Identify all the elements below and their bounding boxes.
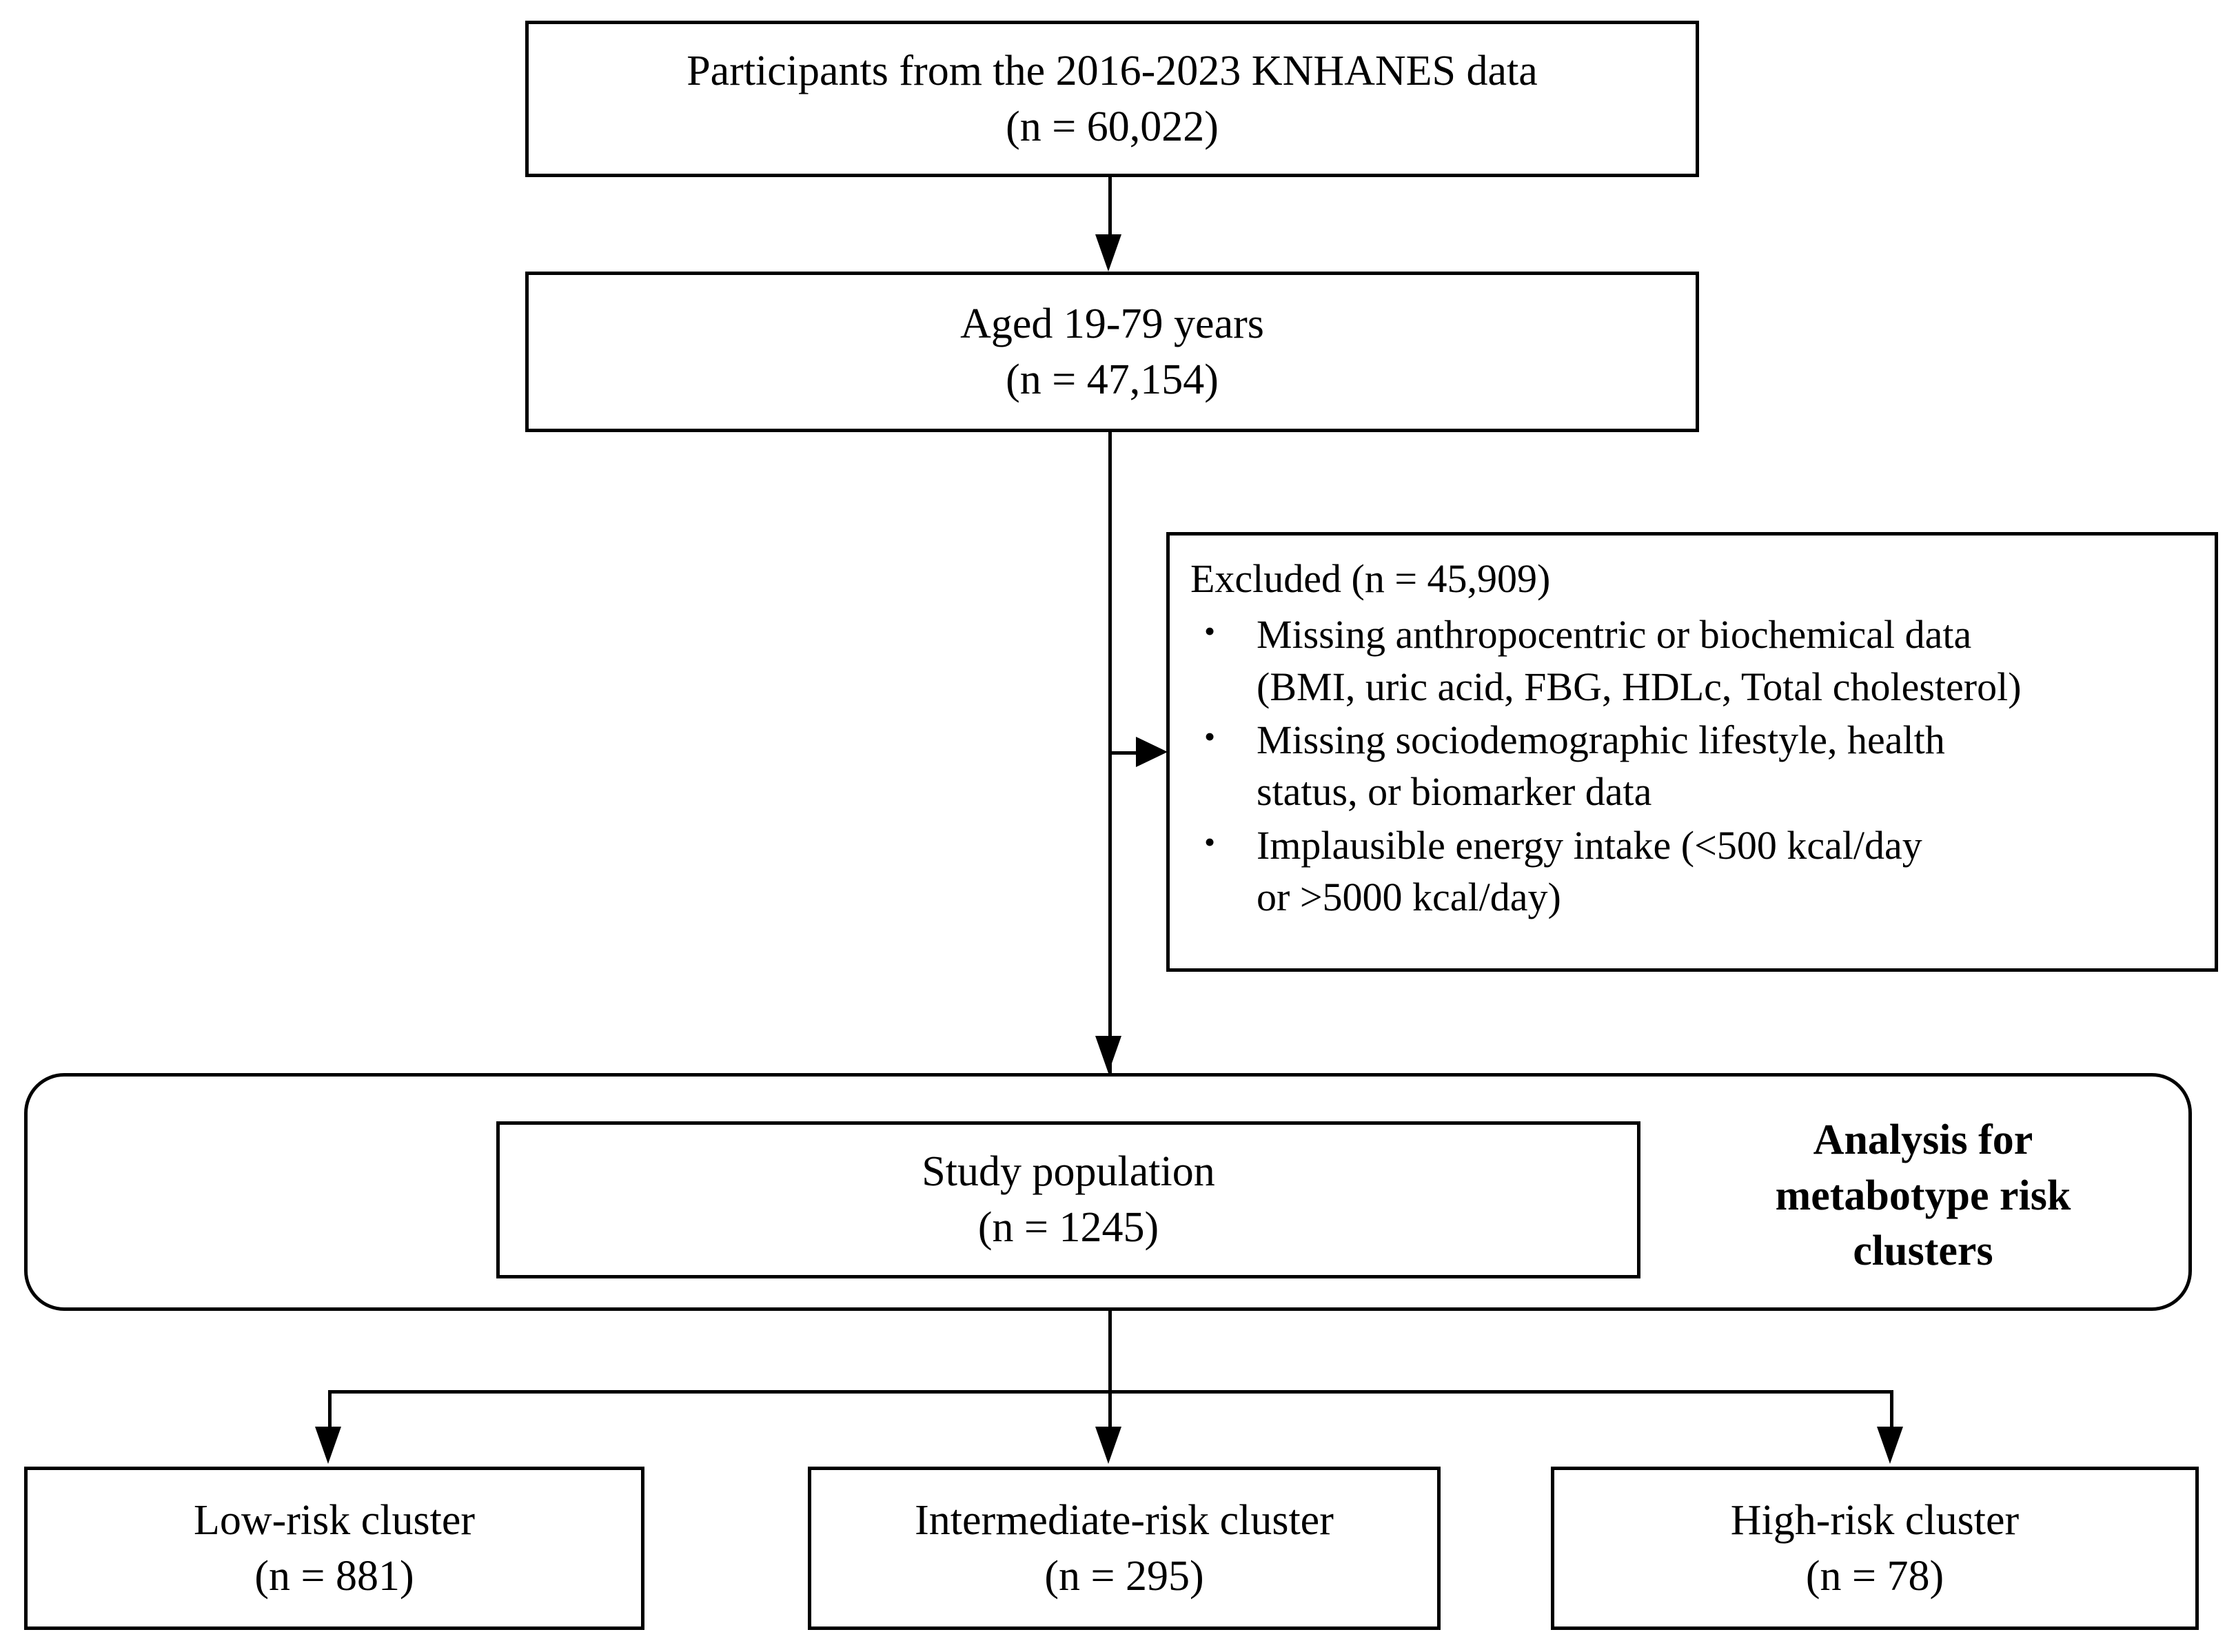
low-risk-name: Low-risk cluster (193, 1496, 476, 1544)
node-excluded: Excluded (n = 45,909) • Missing anthropo… (1166, 532, 2218, 972)
arrowhead-to-excluded (1136, 737, 1168, 767)
node-study-population: Study population (n = 1245) (496, 1121, 1640, 1278)
arrowhead-to-analysis (1095, 1036, 1121, 1073)
bullet-icon: • (1204, 824, 1216, 859)
connector-to-excluded (1108, 751, 1150, 755)
arrowhead-to-high-risk (1877, 1427, 1903, 1464)
bullet-icon: • (1204, 719, 1216, 755)
excluded-item-0-line-2: (BMI, uric acid, FBG, HDLc, Total choles… (1257, 664, 2022, 709)
connector-analysis-to-branch (1108, 1311, 1112, 1392)
high-risk-count: (n = 78) (1805, 1552, 1944, 1600)
node-high-risk-cluster: High-risk cluster (n = 78) (1551, 1467, 2199, 1630)
excluded-reason-list: • Missing anthropocentric or biochemical… (1190, 609, 2202, 923)
analysis-label-line-3: clusters (1853, 1227, 1993, 1275)
analysis-label: Analysis for metabotype risk clusters (1703, 1112, 2144, 1279)
intermediate-risk-count: (n = 295) (1044, 1552, 1204, 1600)
arrowhead-to-intermediate-risk (1095, 1427, 1121, 1464)
node-aged: Aged 19-79 years (n = 47,154) (525, 272, 1699, 432)
study-population-line-1: Study population (922, 1148, 1215, 1196)
analysis-label-line-1: Analysis for (1813, 1116, 2033, 1163)
connector-drop-low-risk (328, 1390, 332, 1429)
aged-line-2: (n = 47,154) (1006, 356, 1219, 403)
excluded-heading: Excluded (n = 45,909) (1190, 556, 1551, 601)
excluded-item-2-line-2: or >5000 kcal/day) (1257, 875, 1561, 920)
analysis-label-line-2: metabotype risk (1775, 1172, 2071, 1219)
intermediate-risk-name: Intermediate-risk cluster (915, 1496, 1334, 1544)
list-item: • Missing anthropocentric or biochemical… (1190, 609, 2202, 713)
list-item: • Missing sociodemographic lifestyle, he… (1190, 714, 2202, 818)
excluded-item-1-line-2: status, or biomarker data (1257, 769, 1652, 815)
excluded-item-0-line-1: Missing anthropocentric or biochemical d… (1257, 612, 1972, 657)
participants-line-1: Participants from the 2016-2023 KNHANES … (687, 47, 1538, 94)
bullet-icon: • (1204, 613, 1216, 649)
node-low-risk-cluster: Low-risk cluster (n = 881) (24, 1467, 644, 1630)
connector-drop-intermediate-risk (1108, 1390, 1112, 1429)
excluded-item-1-line-1: Missing sociodemographic lifestyle, heal… (1257, 717, 1945, 763)
node-intermediate-risk-cluster: Intermediate-risk cluster (n = 295) (808, 1467, 1441, 1630)
list-item: • Implausible energy intake (<500 kcal/d… (1190, 819, 2202, 924)
low-risk-count: (n = 881) (254, 1552, 414, 1600)
arrowhead-to-aged (1095, 234, 1121, 272)
study-population-line-2: (n = 1245) (977, 1204, 1159, 1251)
arrowhead-to-low-risk (315, 1427, 341, 1464)
high-risk-name: High-risk cluster (1730, 1496, 2020, 1544)
connector-drop-high-risk (1890, 1390, 1893, 1429)
excluded-item-2-line-1: Implausible energy intake (<500 kcal/day (1257, 822, 1922, 868)
node-analysis-container: Study population (n = 1245) Analysis for… (24, 1073, 2192, 1311)
node-participants: Participants from the 2016-2023 KNHANES … (525, 21, 1699, 177)
aged-line-1: Aged 19-79 years (960, 300, 1264, 347)
participants-line-2: (n = 60,022) (1006, 103, 1219, 150)
connector-participants-to-aged (1108, 177, 1112, 239)
